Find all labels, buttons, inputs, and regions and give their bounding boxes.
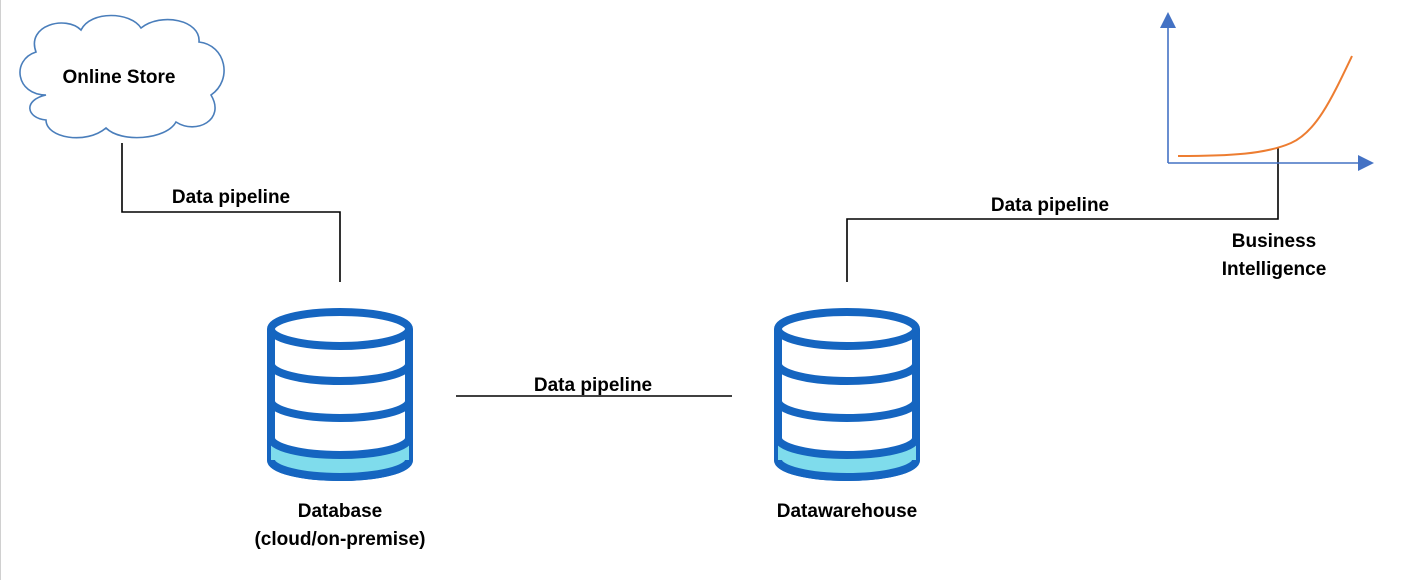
line-chart-icon bbox=[1160, 12, 1374, 171]
database-cylinder-icon bbox=[267, 308, 413, 481]
datawarehouse-cylinder-icon bbox=[774, 308, 920, 481]
online-store-label: Online Store bbox=[62, 67, 176, 88]
bi-label-line2: Intelligence bbox=[1221, 259, 1327, 280]
database-label-line2: (cloud/on-premise) bbox=[254, 529, 426, 550]
database-label-line1: Database bbox=[297, 501, 383, 522]
chart-curve bbox=[1177, 55, 1353, 157]
pipeline-label-database-to-warehouse: Data pipeline bbox=[533, 375, 653, 396]
cloud-icon bbox=[19, 14, 225, 139]
datawarehouse-label: Datawarehouse bbox=[776, 501, 918, 522]
pipeline-label-store-to-database: Data pipeline bbox=[171, 187, 291, 208]
connector-warehouse-to-bi bbox=[846, 148, 1279, 282]
pipeline-label-warehouse-to-bi: Data pipeline bbox=[990, 195, 1110, 216]
cloud-shape bbox=[19, 14, 225, 139]
bi-label-line1: Business bbox=[1231, 231, 1317, 252]
connector-store-to-database bbox=[121, 143, 341, 282]
